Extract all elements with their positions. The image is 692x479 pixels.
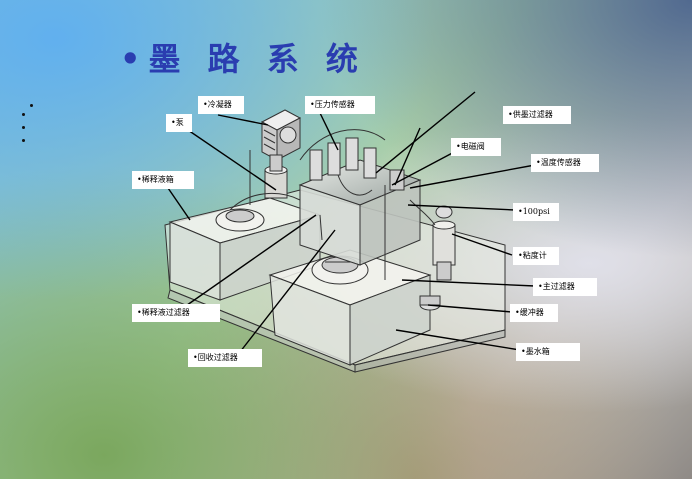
pump-shape bbox=[264, 154, 288, 199]
label-viscometer: •粘度计 bbox=[513, 247, 559, 265]
label-condenser: •冷凝器 bbox=[198, 96, 244, 114]
buffer-shape bbox=[419, 295, 441, 311]
label-diluent-tank: •稀释液箱 bbox=[132, 171, 194, 189]
label-pump: •泵 bbox=[166, 114, 192, 132]
label-ink-supply-filter: •供墨过滤器 bbox=[503, 106, 571, 124]
label-diluent-filter: •稀释液过滤器 bbox=[132, 304, 220, 322]
label-ink-tank: •墨水箱 bbox=[516, 343, 580, 361]
ink-tank-shape bbox=[268, 249, 432, 366]
manifold-shape bbox=[298, 137, 422, 266]
label-pressure-sensor: •压力传感器 bbox=[305, 96, 375, 114]
leader-lines bbox=[167, 91, 536, 353]
label-solenoid-valve: •电磁阀 bbox=[451, 138, 501, 156]
label-recovery-filter: •回收过滤器 bbox=[188, 349, 262, 367]
label-main-filter: •主过滤器 bbox=[533, 278, 597, 296]
bullet-dots bbox=[22, 104, 33, 152]
slide-title: •墨 路 系 统 bbox=[120, 40, 366, 78]
condenser-shape bbox=[260, 109, 302, 161]
label-100psi: •100psi bbox=[513, 203, 559, 221]
viscometer-shape bbox=[432, 205, 456, 281]
label-temp-sensor: •温度传感器 bbox=[531, 154, 599, 172]
label-buffer: •缓冲器 bbox=[510, 304, 558, 322]
